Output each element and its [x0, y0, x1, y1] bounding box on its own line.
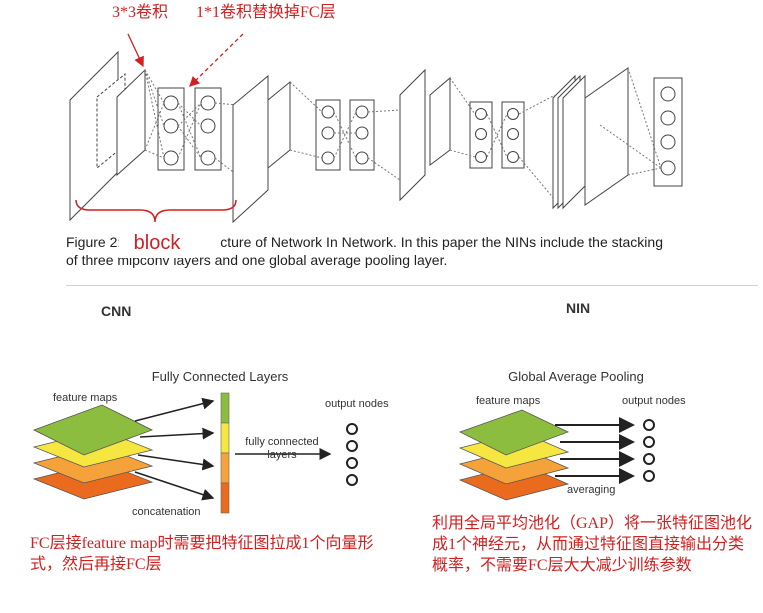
conv1x1-annotation: 1*1卷积替换掉FC层 — [196, 4, 336, 21]
gap-output-nodes-label: output nodes — [622, 395, 686, 407]
mlp-layer — [469, 101, 493, 169]
mlp-layer — [157, 87, 185, 171]
feature-map-plane — [399, 68, 426, 202]
feature-map-green — [32, 404, 154, 456]
mlp-layer — [501, 101, 525, 169]
fc-feature-maps-label: feature maps — [53, 392, 118, 404]
feature-map-green — [458, 409, 570, 456]
gap-panel-title: Global Average Pooling — [508, 369, 644, 384]
concatenation-label: concatenation — [132, 506, 201, 518]
fully-connected-label: fully connected layers — [245, 436, 319, 461]
feature-map-plane — [232, 74, 269, 224]
gap-output-nodes — [643, 419, 655, 482]
nin-label: NIN — [566, 300, 591, 316]
mlp-layer — [315, 99, 341, 171]
mlp-layer — [349, 99, 375, 171]
fc-feature-maps — [32, 404, 154, 500]
conv3x3-annotation: 3*3卷积 — [112, 4, 169, 21]
gap-description: 利用全局平均池化（GAP）将一张特征图池化成1个神经元，从而通过特征图直接输出分… — [432, 515, 753, 574]
fc-output-nodes — [346, 423, 358, 486]
block-brace — [75, 199, 237, 223]
cnn-label: CNN — [101, 303, 132, 319]
block-annotation: block — [119, 228, 195, 258]
gap-feature-maps-label: feature maps — [476, 395, 541, 407]
caption-line1-end: cture of Network In Network. In this pap… — [220, 234, 663, 250]
nin-architecture-diagram — [69, 33, 683, 224]
concatenation-bar — [220, 392, 230, 514]
fc-description: FC层接feature map时需要把特征图拉成1个向量形式，然后再接FC层 — [30, 535, 374, 573]
averaging-label: averaging — [567, 484, 616, 496]
section-divider — [66, 285, 758, 286]
fc-output-nodes-label: output nodes — [325, 398, 389, 410]
output-layer — [653, 77, 683, 187]
gap-feature-maps — [458, 409, 570, 501]
fc-panel-title: Fully Connected Layers — [151, 369, 289, 384]
